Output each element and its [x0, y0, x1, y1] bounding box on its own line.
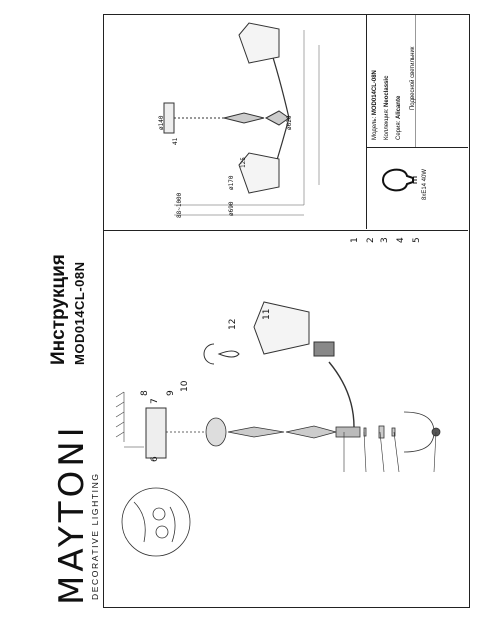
detail-circle [121, 487, 191, 557]
lamp-arm [328, 361, 355, 428]
page-title: Инструкция [48, 254, 69, 365]
info-type: Подвесной светильник [410, 46, 416, 110]
dim-total-height: 88~1000 [176, 192, 183, 218]
dim-shade-width: ø170 [228, 175, 235, 190]
dim-shade-height: 125 [240, 157, 247, 168]
dim-width: ø690 [228, 201, 235, 216]
assembly-diagram [115, 301, 441, 557]
lamp-shade [253, 301, 310, 355]
callout-8: 8 [140, 390, 150, 396]
lightbulb-icon [381, 168, 417, 192]
dim-offset: 41 [172, 137, 179, 145]
info-collection: Коллекция: Neoclassic [384, 75, 390, 140]
info-model: Модель: MOD014CL-08N [372, 70, 378, 140]
detail-parts [133, 501, 176, 543]
callout-9: 9 [166, 390, 176, 396]
canopy [145, 407, 167, 459]
page-frame [103, 14, 470, 608]
callout-4: 4 [396, 237, 406, 243]
bulb-icon [217, 350, 240, 358]
callout-11: 11 [262, 308, 272, 320]
dimension-drawing [163, 22, 320, 216]
dim-ceiling: ø140 [158, 115, 165, 130]
ceiling-hatch [115, 391, 125, 442]
callout-3: 3 [380, 237, 390, 243]
dim-height: ø620 [286, 115, 293, 130]
callout-1: 1 [350, 237, 360, 243]
callout-7: 7 [150, 398, 160, 404]
callout-10: 10 [180, 380, 190, 392]
brand-tagline: DECORATIVE LIGHTING [90, 472, 100, 600]
callout-6: 6 [150, 456, 160, 462]
callout-2: 2 [366, 237, 376, 243]
brand-logo: MAYTONI [52, 423, 92, 605]
bulb-spec: 8xE14 40W [422, 168, 428, 200]
model-number: MOD014CL-08N [72, 261, 87, 365]
panel-divider [103, 230, 468, 231]
callout-5: 5 [412, 237, 422, 243]
callout-12: 12 [228, 318, 238, 330]
info-panel [366, 15, 468, 229]
info-series: Серия: Alicante [396, 95, 402, 140]
